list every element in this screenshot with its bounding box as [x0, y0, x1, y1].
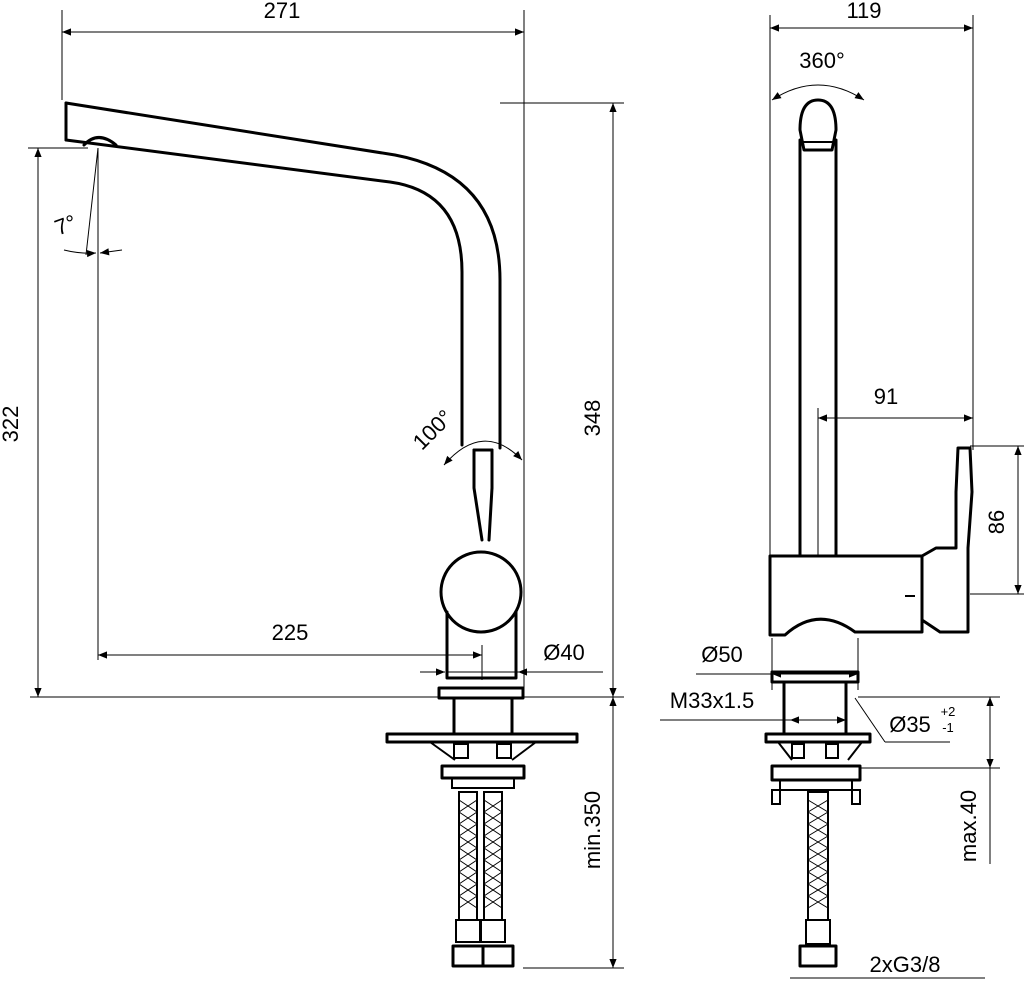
dim-322: 322: [0, 147, 88, 697]
dim-min350-label: min.350: [580, 791, 605, 869]
dim-271: 271: [61, 0, 525, 690]
dim-d50: Ø50: [696, 638, 859, 690]
dim-d40-label: Ø40: [543, 640, 585, 665]
dim-86: 86: [970, 445, 1024, 595]
dim-119: 119: [769, 0, 974, 556]
dim-91-label: 91: [874, 384, 898, 409]
dim-271-label: 271: [264, 0, 301, 23]
dim-348-label: 348: [580, 400, 605, 437]
dim-91: 91: [817, 384, 973, 556]
dim-7deg: 7°: [51, 147, 123, 660]
front-faucet-body: [64, 101, 579, 968]
dim-100deg: 100°: [408, 405, 523, 466]
dim-m33-label: M33x1.5: [670, 688, 754, 713]
dim-max40: max.40: [860, 697, 1000, 864]
dim-d35-tol-plus: +2: [941, 704, 956, 719]
dim-119-label: 119: [846, 0, 881, 23]
dim-360deg-label: 360°: [799, 48, 845, 73]
side-view: 119 360° 91 86 Ø50: [660, 0, 1024, 979]
dim-2xg38: 2xG3/8: [790, 952, 985, 979]
dim-m33: M33x1.5: [660, 688, 846, 724]
dim-86-label: 86: [984, 510, 1009, 534]
dim-225: 225: [98, 620, 483, 680]
dim-348: 348: [500, 102, 624, 697]
dim-min350: min.350: [523, 697, 624, 969]
dim-360deg: 360°: [771, 48, 865, 101]
dim-d50-label: Ø50: [701, 642, 743, 667]
dim-2xg38-label: 2xG3/8: [870, 952, 941, 977]
dim-d40: Ø40: [420, 640, 603, 676]
dim-d35-label: Ø35: [889, 712, 931, 737]
side-faucet-body: [764, 98, 974, 968]
dim-322-label: 322: [0, 406, 23, 443]
front-view: 271 7° 322 348 100°: [0, 0, 624, 969]
dim-7deg-label: 7°: [51, 210, 79, 241]
dim-225-label: 225: [272, 620, 309, 645]
dim-max40-label: max.40: [956, 790, 981, 862]
dim-d35-tol-minus: -1: [942, 720, 954, 735]
dim-100deg-label: 100°: [408, 405, 458, 455]
dim-d35: Ø35 +2 -1: [854, 696, 1000, 743]
